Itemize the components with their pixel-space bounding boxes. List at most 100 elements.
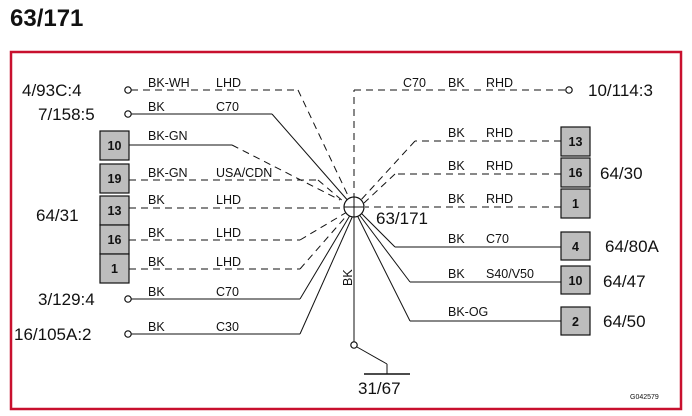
wire-variant: RHD	[486, 76, 513, 90]
terminal-label: 10/114:3	[588, 81, 653, 100]
connector-label: 64/80A	[605, 237, 660, 256]
wire	[299, 211, 348, 241]
wire-color: BK	[448, 76, 465, 90]
wire-color: BK-GN	[148, 166, 188, 180]
connector-pin: 1	[99, 253, 130, 284]
wire-color: BK	[148, 193, 165, 207]
wire-variant: S40/V50	[486, 267, 534, 281]
connector-pin: 10	[99, 130, 130, 161]
wire	[297, 89, 353, 205]
svg-text:13: 13	[108, 204, 122, 218]
left-connector: 64/31 10 19 13 16 1 BK-GN BK-GN USA/CDN	[36, 129, 350, 284]
ground-lead	[356, 346, 388, 365]
wire-color: BK	[448, 126, 465, 140]
left-terminal-1: 4/93C:4 BK-WH LHD	[22, 76, 353, 205]
wire-color: BK	[448, 159, 465, 173]
wire-color: BK	[148, 226, 165, 240]
svg-text:10: 10	[108, 139, 122, 153]
connector-pin: 16	[560, 157, 591, 188]
svg-text:4: 4	[572, 240, 579, 254]
connector-label: 64/31	[36, 206, 79, 225]
page-title: 63/171	[10, 5, 84, 32]
wire	[299, 211, 353, 300]
wire-color: BK	[148, 100, 165, 114]
svg-text:1: 1	[111, 262, 118, 276]
wire-variant: LHD	[216, 226, 241, 240]
wire-color: BK	[148, 320, 165, 334]
terminal-label: 4/93C:4	[22, 81, 82, 100]
connector-pin	[560, 231, 591, 261]
wire-variant: C30	[216, 320, 239, 334]
wire-color: BK-OG	[448, 305, 488, 319]
wire-variant: LHD	[216, 76, 241, 90]
wire-color: BK	[448, 267, 465, 281]
wire-variant: C70	[486, 232, 509, 246]
svg-text:16: 16	[569, 166, 583, 180]
terminal-circle	[565, 86, 573, 94]
left-terminal-4: 16/105A:2 BK C30	[14, 212, 355, 344]
wire-color: BK	[448, 192, 465, 206]
right-single-connector-1: 4 64/80A BK C70	[359, 211, 660, 261]
connector-pin: 1	[560, 188, 591, 219]
wire	[359, 140, 416, 202]
ground-label: 31/67	[358, 379, 401, 398]
svg-text:13: 13	[569, 135, 583, 149]
terminal-label: 7/158:5	[38, 105, 95, 124]
connector-pin: 13	[99, 195, 130, 226]
wire	[271, 113, 351, 204]
ground-circle	[350, 341, 358, 349]
top-right-terminal: C70 BK RHD 10/114:3	[353, 76, 653, 200]
wire-variant: USA/CDN	[216, 166, 272, 180]
terminal-label: 16/105A:2	[14, 325, 92, 344]
connector-label: 64/50	[603, 312, 646, 331]
wire-color: BK-GN	[148, 129, 188, 143]
wire-variant: RHD	[486, 126, 513, 140]
wire	[355, 212, 411, 322]
wire	[299, 212, 355, 335]
svg-text:16: 16	[108, 233, 122, 247]
connector-label: 64/47	[603, 272, 646, 291]
svg-text:10: 10	[569, 274, 583, 288]
wire	[231, 144, 341, 201]
wire-variant: C70	[216, 285, 239, 299]
center-splice: 63/171	[343, 196, 428, 228]
connector-pin: 19	[99, 163, 130, 194]
left-terminal-2: 7/158:5 BK C70	[38, 100, 351, 204]
wire-color: BK	[448, 232, 465, 246]
wire-color: BK	[148, 285, 165, 299]
terminal-circle	[124, 86, 132, 94]
right-single-connector-2: 10 64/47 BK S40/V50	[357, 212, 646, 295]
wire	[363, 173, 396, 204]
diagram-frame	[9, 50, 683, 411]
wire-variant: LHD	[216, 193, 241, 207]
splice-label: 63/171	[376, 209, 428, 228]
wire-color: BK	[148, 255, 165, 269]
connector-pin: 13	[560, 126, 591, 157]
connector-pin: 16	[99, 224, 130, 255]
connector-pin	[560, 265, 591, 295]
right-single-connector-3: 2 64/50 BK-OG	[355, 212, 646, 336]
svg-text:2: 2	[572, 315, 579, 329]
figure-code: G042579	[630, 394, 659, 401]
terminal-circle	[124, 295, 132, 303]
svg-text:19: 19	[108, 172, 122, 186]
wire-color: BK-WH	[148, 76, 190, 90]
left-terminal-3: 3/129:4 BK C70	[38, 211, 353, 309]
wire-variant: RHD	[486, 192, 513, 206]
ground: BK 31/67	[341, 217, 410, 398]
terminal-label: 3/129:4	[38, 290, 95, 309]
wire-variant: RHD	[486, 159, 513, 173]
right-connector: 13 16 1 64/30 BK RHD BK RHD BK RHD	[359, 126, 643, 219]
wire	[357, 212, 411, 283]
connector-label: 64/30	[600, 164, 643, 183]
wire	[299, 212, 350, 270]
wire-variant: C70	[216, 100, 239, 114]
svg-text:1: 1	[572, 197, 579, 211]
wire	[359, 211, 396, 248]
wire-variant: LHD	[216, 255, 241, 269]
wire	[317, 179, 345, 203]
terminal-circle	[124, 330, 132, 338]
wire-color: BK	[341, 269, 355, 286]
wire-variant: C70	[403, 76, 426, 90]
